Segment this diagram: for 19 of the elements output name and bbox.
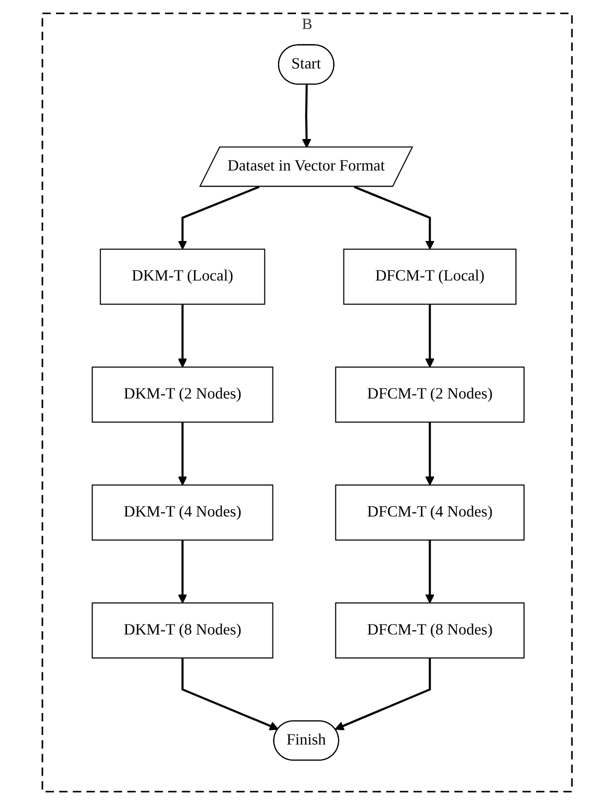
arrow xyxy=(178,540,187,604)
node-box: DKM-T (Local) xyxy=(100,248,266,305)
node-box: DKM-T (2 Nodes) xyxy=(92,366,274,423)
arrow xyxy=(181,658,278,730)
arrow xyxy=(178,422,187,486)
arrow xyxy=(354,186,434,250)
arrow xyxy=(334,658,431,730)
node-box: DFCM-T (Local) xyxy=(343,248,516,305)
arrow xyxy=(178,186,260,250)
arrow xyxy=(178,304,187,368)
arrow xyxy=(302,84,312,148)
arrow xyxy=(425,422,434,486)
node-box: DKM-T (8 Nodes) xyxy=(92,602,274,658)
node-box: DKM-T (4 Nodes) xyxy=(92,484,274,541)
node-box: DFCM-T (2 Nodes) xyxy=(334,366,524,423)
node-box: DFCM-T (4 Nodes) xyxy=(334,484,524,541)
arrow xyxy=(425,304,434,368)
node-box: DFCM-T (8 Nodes) xyxy=(334,602,524,658)
arrow xyxy=(425,540,434,604)
